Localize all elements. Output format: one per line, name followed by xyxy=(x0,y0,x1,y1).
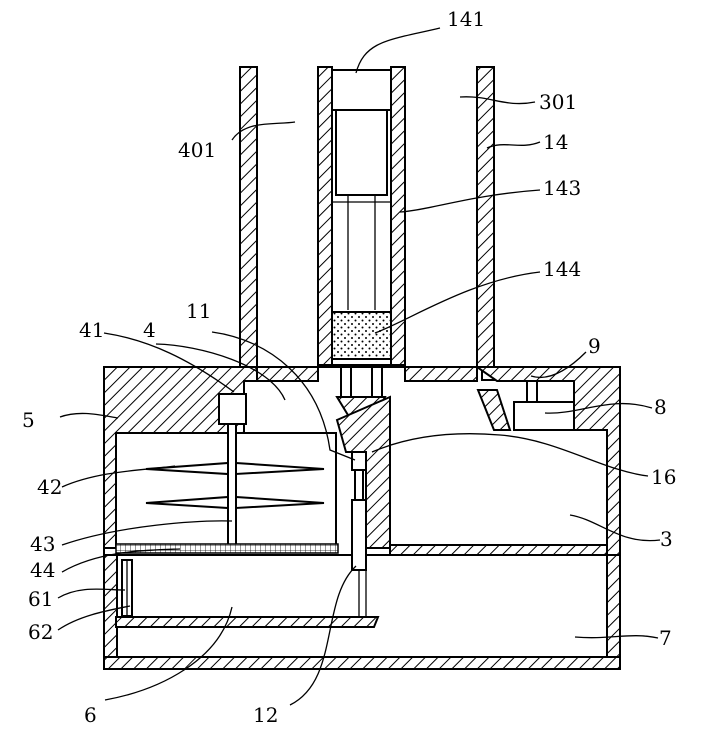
label-3: 3 xyxy=(660,527,673,551)
label-141: 141 xyxy=(447,7,485,31)
motor-41 xyxy=(219,394,246,424)
label-401: 401 xyxy=(178,138,216,162)
label-42: 42 xyxy=(37,475,62,499)
inner-tube-143 xyxy=(318,67,405,365)
label-12: 12 xyxy=(253,703,278,727)
label-62: 62 xyxy=(28,620,53,644)
label-144: 144 xyxy=(543,257,581,281)
label-44: 44 xyxy=(30,558,55,582)
cap-141 xyxy=(332,70,391,110)
label-41: 41 xyxy=(79,318,104,342)
motor-8 xyxy=(514,402,574,430)
label-6: 6 xyxy=(84,703,97,727)
label-16: 16 xyxy=(651,465,676,489)
label-5: 5 xyxy=(22,408,35,432)
shaft-43 xyxy=(228,424,236,546)
piston-cylinder xyxy=(336,110,387,195)
rod-12 xyxy=(352,500,366,570)
label-43: 43 xyxy=(30,532,55,556)
label-9: 9 xyxy=(588,334,601,358)
label-7: 7 xyxy=(659,626,672,650)
screen-44 xyxy=(116,544,338,553)
label-4: 4 xyxy=(143,318,156,342)
filter-block-144 xyxy=(332,312,391,359)
label-301: 301 xyxy=(539,90,577,114)
label-14: 14 xyxy=(543,130,568,154)
label-8: 8 xyxy=(654,395,667,419)
label-61: 61 xyxy=(28,587,53,611)
sensor-16 xyxy=(352,452,366,470)
label-11: 11 xyxy=(186,299,211,323)
label-143: 143 xyxy=(543,176,581,200)
